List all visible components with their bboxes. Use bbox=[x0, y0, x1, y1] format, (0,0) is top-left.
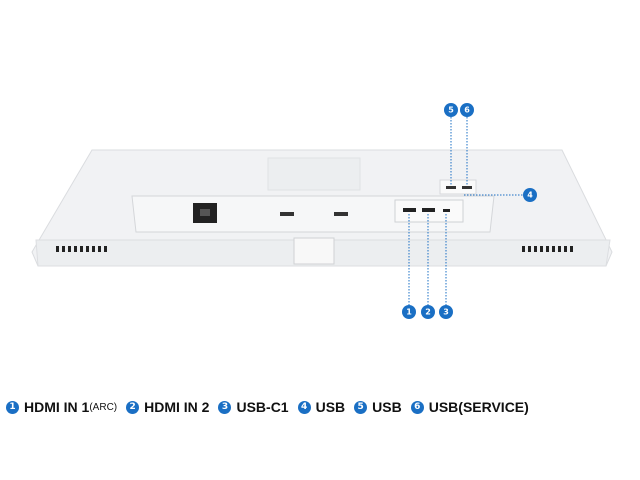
svg-text:1: 1 bbox=[406, 308, 412, 317]
legend-label: USB(SERVICE) bbox=[428, 399, 529, 415]
usb-c-port bbox=[443, 209, 450, 212]
svg-text:4: 4 bbox=[527, 191, 533, 200]
callout-6: 6 bbox=[460, 103, 474, 117]
legend-label: HDMI IN 1 bbox=[24, 399, 90, 415]
callout-2: 2 bbox=[421, 305, 435, 319]
legend-label: USB-C1 bbox=[236, 399, 289, 415]
legend-label: HDMI IN 2 bbox=[144, 399, 210, 415]
leader-lines bbox=[408, 117, 523, 305]
stand-bracket bbox=[293, 237, 335, 265]
vesa-plate bbox=[267, 157, 361, 191]
svg-text:3: 3 bbox=[443, 308, 449, 317]
legend-label: USB bbox=[315, 399, 346, 415]
svg-text:2: 2 bbox=[425, 308, 431, 317]
hdmi-port-1 bbox=[403, 208, 416, 212]
number-badge: 5 bbox=[354, 400, 368, 414]
legend-item-usb-4: 4 USB bbox=[297, 399, 346, 415]
left-vents bbox=[56, 246, 107, 252]
right-vents bbox=[522, 246, 573, 252]
usb-port-6 bbox=[462, 186, 472, 189]
hdmi-port-2 bbox=[422, 208, 435, 212]
slot bbox=[334, 212, 348, 216]
number-badge: 6 bbox=[410, 400, 424, 414]
svg-text:5: 5 bbox=[448, 106, 454, 115]
number-badge: 3 bbox=[218, 400, 232, 414]
number-badge: 2 bbox=[126, 400, 140, 414]
legend-item-hdmi-2: 2 HDMI IN 2 bbox=[126, 399, 209, 415]
legend-item-usb-service: 6 USB(SERVICE) bbox=[410, 399, 529, 415]
legend-suffix: (ARC) bbox=[89, 401, 118, 413]
legend-item-usb-c: 3 USB-C1 bbox=[218, 399, 289, 415]
power-socket-pins bbox=[200, 209, 210, 216]
callout-5: 5 bbox=[444, 103, 458, 117]
svg-text:6: 6 bbox=[464, 106, 470, 115]
callout-1: 1 bbox=[402, 305, 416, 319]
legend-label: USB bbox=[372, 399, 402, 415]
legend-item-hdmi-1: 1 HDMI IN 1(ARC) bbox=[6, 399, 117, 415]
number-badge: 1 bbox=[6, 400, 19, 414]
usb-port-5 bbox=[446, 186, 456, 189]
callout-3: 3 bbox=[439, 305, 453, 319]
legend-item-usb-5: 5 USB bbox=[354, 399, 402, 415]
slot bbox=[280, 212, 294, 216]
callout-4: 4 bbox=[523, 188, 537, 202]
number-badge: 4 bbox=[297, 400, 311, 414]
